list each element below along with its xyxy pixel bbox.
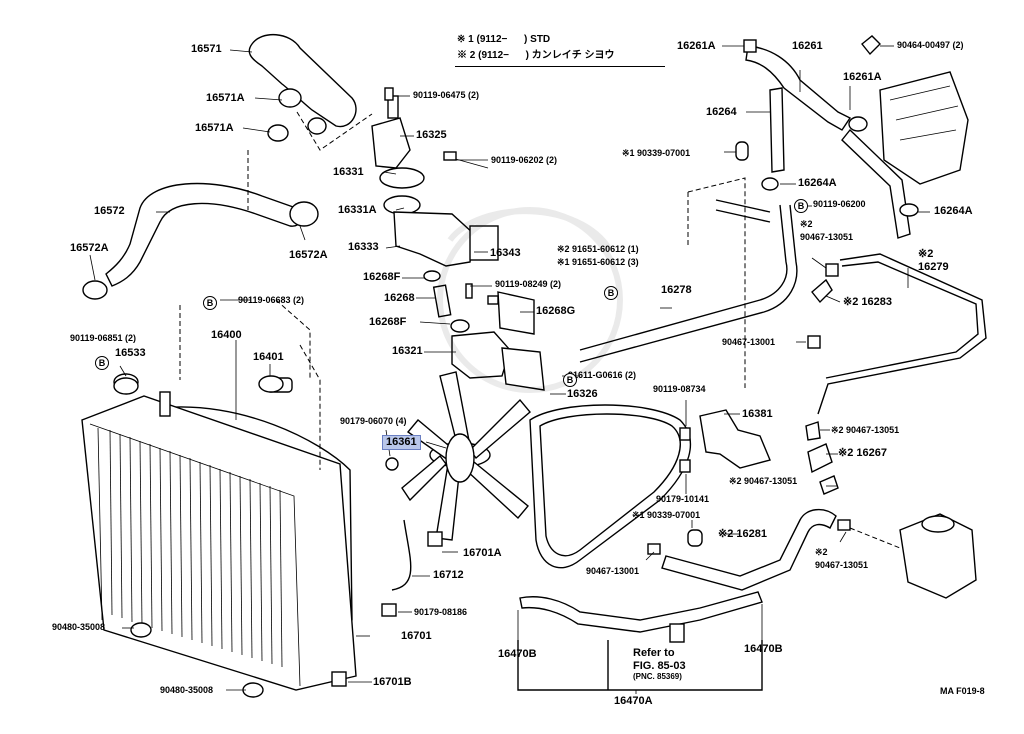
part-90179-10141[interactable]: 90179-10141: [656, 494, 710, 504]
hose-16470: [519, 591, 763, 633]
part-16401[interactable]: 16401: [253, 351, 284, 363]
part-16572A-1[interactable]: 16572A: [70, 242, 109, 254]
part-16712[interactable]: 16712: [433, 569, 464, 581]
part-90480-35008-1[interactable]: 90480-35008: [52, 622, 106, 632]
drive-belt: [529, 404, 692, 569]
part-16325[interactable]: 16325: [416, 129, 447, 141]
legend-code-1: (9112−: [476, 34, 508, 45]
part-16381[interactable]: 16381: [742, 408, 773, 420]
part-16321[interactable]: 16321: [392, 345, 423, 357]
hose-16281: [661, 509, 837, 591]
part-91651-60612-s2[interactable]: ※2 91651-60612 (1): [557, 244, 639, 254]
part-16279[interactable]: ※2 16279: [918, 248, 949, 273]
part-90119-08734[interactable]: 90119-08734: [653, 384, 706, 394]
part-91611-G0616[interactable]: 91611-G0616 (2): [568, 370, 637, 380]
part-16264A-2[interactable]: 16264A: [934, 205, 973, 217]
part-91651-60612-s1[interactable]: ※1 91651-60612 (3): [557, 257, 639, 267]
bypass-pipe-16278: [579, 204, 788, 351]
part-16343[interactable]: 16343: [490, 247, 521, 259]
throttle-body-icon: [899, 513, 977, 599]
part-90119-06683[interactable]: 90119-06683 (2): [238, 295, 305, 305]
legend-underline: [455, 66, 665, 67]
part-16261A-1[interactable]: 16261A: [677, 40, 716, 52]
part-16261[interactable]: 16261: [792, 40, 823, 52]
part-16331A[interactable]: 16331A: [338, 204, 377, 216]
part-90339-07001-1[interactable]: ※1 90339-07001: [622, 148, 691, 158]
part-16361-highlighted[interactable]: 16361: [382, 435, 421, 450]
part-90119-08249[interactable]: 90119-08249 (2): [495, 279, 562, 289]
part-90179-06070[interactable]: 90179-06070 (4): [340, 416, 407, 426]
pipe-16279: [817, 253, 987, 415]
part-16268F-2[interactable]: 16268F: [369, 316, 407, 328]
part-90480-35008-2[interactable]: 90480-35008: [160, 685, 214, 695]
thermostat-housing-16333: [393, 211, 475, 267]
engine-block-icon: [879, 71, 969, 185]
refer-fig-link[interactable]: FIG. 85-03: [633, 660, 686, 672]
callout-b-icon: B: [95, 354, 109, 370]
fan-16361: [401, 371, 531, 541]
part-90119-06200[interactable]: 90119-06200: [813, 199, 866, 209]
legend-code-2: (9112−: [478, 50, 509, 61]
part-16326[interactable]: 16326: [567, 388, 598, 400]
legend: ※ 1 (9112− ) STD ※ 2 (9112− ) カンレイチ シヨウ: [457, 32, 615, 64]
figure-code: MA F019-8: [940, 686, 985, 696]
refer-pnc-label: (PNC. 85369): [633, 672, 682, 681]
part-90467-13051-4[interactable]: ※2 90467-13051: [815, 547, 869, 570]
part-16281[interactable]: ※2 16281: [718, 528, 767, 540]
part-16470B-1[interactable]: 16470B: [498, 648, 537, 660]
upper-hose-16571: [248, 33, 357, 128]
part-16261A-2[interactable]: 16261A: [843, 71, 882, 83]
part-16572[interactable]: 16572: [94, 205, 125, 217]
part-16470A[interactable]: 16470A: [614, 695, 653, 707]
part-90467-13051-2[interactable]: ※2 90467-13051: [831, 425, 900, 435]
legend-text-2: ) カンレイチ シヨウ: [525, 50, 615, 61]
water-outlet-16331: [371, 117, 411, 169]
callout-b-icon: B: [604, 284, 618, 300]
callout-b-icon: B: [794, 197, 808, 213]
part-16400[interactable]: 16400: [211, 329, 242, 341]
part-16470B-2[interactable]: 16470B: [744, 643, 783, 655]
part-90119-06202[interactable]: 90119-06202 (2): [491, 155, 558, 165]
part-90119-06475[interactable]: 90119-06475 (2): [413, 90, 480, 100]
part-16571A-1[interactable]: 16571A: [206, 92, 245, 104]
part-16571A-2[interactable]: 16571A: [195, 122, 234, 134]
callout-b-icon: B: [203, 294, 217, 310]
lower-hose-16572: [105, 182, 303, 287]
legend-text-1: ) STD: [524, 34, 551, 45]
part-16701A[interactable]: 16701A: [463, 547, 502, 559]
bracket-16381: [699, 409, 771, 469]
part-90339-07001-2[interactable]: ※1 90339-07001: [632, 510, 701, 520]
part-16572A-2[interactable]: 16572A: [289, 249, 328, 261]
heater-hose-16261: [745, 45, 852, 131]
part-16264[interactable]: 16264: [706, 106, 737, 118]
part-16571[interactable]: 16571: [191, 43, 222, 55]
part-90179-08186[interactable]: 90179-08186: [414, 607, 468, 617]
legend-mark-1: ※ 1: [457, 34, 474, 45]
part-16533[interactable]: 16533: [115, 347, 146, 359]
part-90467-13051-3[interactable]: ※2 90467-13051: [729, 476, 798, 486]
part-16701B[interactable]: 16701B: [373, 676, 412, 688]
part-16268G[interactable]: 16268G: [536, 305, 576, 317]
water-inlet-16321: [451, 331, 511, 379]
part-16283[interactable]: ※2 16283: [843, 296, 892, 308]
part-16268F-1[interactable]: 16268F: [363, 271, 401, 283]
part-90467-13001-2[interactable]: 90467-13001: [586, 566, 640, 576]
part-90119-06851[interactable]: 90119-06851 (2): [70, 333, 137, 343]
part-16267[interactable]: ※2 16267: [838, 447, 887, 459]
legend-mark-2: ※ 2: [457, 50, 476, 61]
part-90467-13051-1[interactable]: ※2 90467-13051: [800, 219, 854, 242]
part-16701[interactable]: 16701: [401, 630, 432, 642]
callout-b-icon: B: [563, 371, 577, 387]
part-16268[interactable]: 16268: [384, 292, 415, 304]
part-90464-00497[interactable]: 90464-00497 (2): [897, 40, 964, 50]
part-16264A-1[interactable]: 16264A: [798, 177, 837, 189]
part-16278[interactable]: 16278: [661, 284, 692, 296]
part-16333[interactable]: 16333: [348, 241, 379, 253]
refer-to-label: Refer to: [633, 647, 675, 659]
part-90467-13001-1[interactable]: 90467-13001: [722, 337, 776, 347]
part-16331[interactable]: 16331: [333, 166, 364, 178]
radiator-16400: [81, 395, 357, 691]
